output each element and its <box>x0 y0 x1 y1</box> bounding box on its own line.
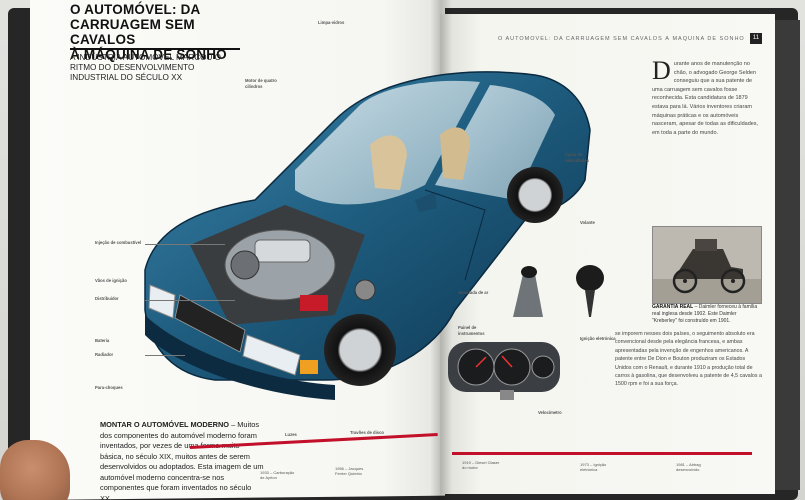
suspension-spring <box>354 279 376 301</box>
annotation-limpa-vidros: Limpa-vidros <box>318 20 345 25</box>
page-title: O AUTOMÓVEL: DA CARRUAGEM SEM CAVALOS À … <box>70 2 227 62</box>
timeline-label: 1933 – Carburação de Ayrton <box>260 470 295 480</box>
indicator-light <box>300 360 318 374</box>
dropcap: D <box>652 60 671 85</box>
car-illustration <box>144 71 591 400</box>
side-mirror <box>415 192 437 212</box>
running-head: O AUTOMÓVEL: DA CARRUAGEM SEM CAVALOS À … <box>498 36 745 42</box>
page-subtitle: A INDÚSTRIA AUTOMOVEL MARCOU O RITMO DO … <box>70 48 240 83</box>
front-bumper <box>145 315 335 400</box>
car-seat-rear <box>440 127 470 180</box>
photo-caption: GARANTIA REAL – Daimler forneceu à famíl… <box>652 304 758 324</box>
annotation-pneus: Para-choques <box>95 385 123 390</box>
timeline-label: 1981 – Airbag desenvolvido <box>676 462 701 472</box>
headlight-right <box>242 334 301 376</box>
page-number: 11 <box>750 33 762 44</box>
engine-filter <box>230 250 260 280</box>
annotation-injecao: Injeção de combustível <box>95 240 142 245</box>
body-text-2: se imporem nesses dois países, o seguime… <box>615 331 762 388</box>
label-steering: Volante <box>580 220 595 225</box>
front-wheel <box>324 314 396 386</box>
timeline-bar-right <box>452 452 752 455</box>
engine-cover <box>254 239 311 263</box>
section-intro: MONTAR O AUTOMÓVEL MODERNO – Muitos dos … <box>100 420 264 500</box>
book-cover-edge <box>770 20 800 490</box>
battery <box>300 295 328 311</box>
car-grille <box>174 294 246 353</box>
timeline-label: 1956 – Jacques Ferrier Quimbo <box>335 466 364 476</box>
rear-wheel <box>507 167 563 223</box>
leader-line <box>145 300 235 301</box>
instrument-cluster-illustration <box>448 342 560 400</box>
timeline-label: 1973 – Ignição eletrónica <box>580 462 607 472</box>
vintage-car-photo <box>652 226 762 304</box>
car-seat-front <box>370 135 407 190</box>
leader-line <box>145 244 225 245</box>
label-ignition: Ignição eletrónica <box>580 336 616 341</box>
label-dashboard: Painel de instrumentos <box>458 325 485 336</box>
annotation-distribuidor: Distribuidor <box>95 296 119 301</box>
leader-line <box>145 355 185 356</box>
timeline-label: 1919 – Diesel Glaser do motor <box>462 460 500 470</box>
annotation-radiador: Radiador <box>95 352 114 357</box>
hand-thumb <box>0 440 70 500</box>
gear-shifter-illustration <box>513 265 604 317</box>
annotation-luzes: Luzes <box>285 432 297 437</box>
annotation-valvulas: Vãos de ignição <box>95 278 127 283</box>
label-gear: Caixa de velocidades <box>565 152 589 163</box>
annotation-motor: Motor de quatro cilindros <box>245 78 277 89</box>
annotation-bateria: Bateria <box>95 338 110 343</box>
door-line <box>424 189 486 281</box>
vintage-car-drawing <box>653 227 761 303</box>
label-airbag: Almofada de ar <box>458 290 489 295</box>
label-speedometer: Velocímetro <box>538 410 562 415</box>
annotation-travoes: Travões de disco <box>350 430 384 435</box>
